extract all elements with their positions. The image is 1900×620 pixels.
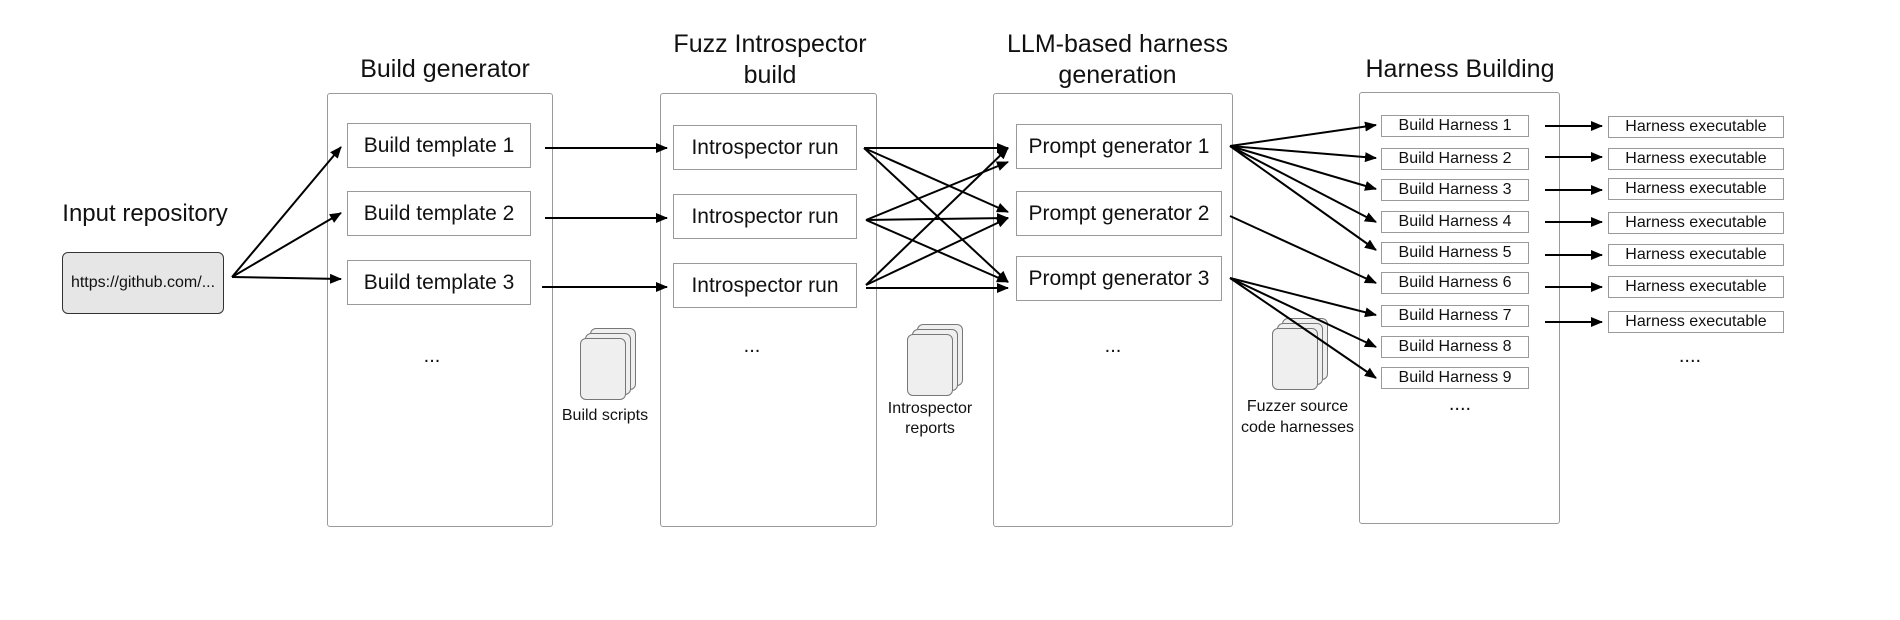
- fuzz-introspector-title: Fuzz Introspector build: [673, 30, 867, 89]
- harness-building-ellipsis: ....: [1448, 393, 1472, 415]
- build-generator-title: Build generator: [360, 55, 530, 83]
- harness-executable-6: Harness executable: [1608, 276, 1784, 298]
- harness-executable-4: Harness executable: [1608, 212, 1784, 234]
- harness-building-title: Harness Building: [1365, 55, 1555, 83]
- arrow-run-3-to-prompt-2: [865, 217, 1009, 286]
- arrow-input-to-template-1: [231, 146, 342, 278]
- build-harness-9: Build Harness 9: [1381, 367, 1529, 389]
- fuzz-introspector-ellipsis: ...: [743, 335, 761, 357]
- introspector-run-2: Introspector run: [673, 194, 857, 239]
- build-template-1: Build template 1: [347, 123, 531, 168]
- build-harness-2: Build Harness 2: [1381, 148, 1529, 170]
- arrow-prompt-1-to-harness-4: [1229, 145, 1377, 223]
- arrow-run-1-to-prompt-3: [863, 147, 1009, 283]
- build-harness-3: Build Harness 3: [1381, 179, 1529, 201]
- arrow-run-3-to-prompt-1: [865, 147, 1009, 286]
- build-generator-ellipsis: ...: [423, 345, 441, 367]
- arrow-run-1-to-prompt-2: [863, 147, 1009, 213]
- arrow-prompt-1-to-harness-1: [1229, 121, 1377, 147]
- arrow-prompt-1-to-harness-3: [1229, 145, 1377, 191]
- arrow-prompt-1-to-harness-2: [1229, 145, 1377, 163]
- input-repository-url: https://github.com/...: [62, 252, 224, 314]
- build-harness-1: Build Harness 1: [1381, 115, 1529, 137]
- build-harness-4: Build Harness 4: [1381, 211, 1529, 233]
- executables-ellipsis: ....: [1678, 345, 1702, 367]
- arrow-prompt-3-to-harness-7: [1229, 277, 1377, 318]
- fuzzer-harnesses-label: Fuzzer source code harnesses: [1241, 398, 1354, 436]
- harness-executable-3: Harness executable: [1608, 178, 1784, 200]
- build-template-3: Build template 3: [347, 260, 531, 305]
- harness-executable-7: Harness executable: [1608, 311, 1784, 333]
- input-repository-title: Input repository: [62, 200, 228, 227]
- arrow-input-to-template-2: [231, 212, 342, 278]
- build-harness-5: Build Harness 5: [1381, 242, 1529, 264]
- arrow-run-2-to-prompt-2: [865, 213, 1009, 224]
- arrow-prompt-1-to-harness-5: [1229, 145, 1377, 251]
- arrow-prompt-3-to-harness-9: [1229, 277, 1377, 379]
- prompt-generator-3: Prompt generator 3: [1016, 256, 1222, 301]
- arrow-prompt-3-to-harness-8: [1229, 277, 1377, 348]
- arrow-input-to-template-3: [231, 273, 342, 284]
- introspector-reports-docs-icon: [907, 324, 965, 398]
- introspector-run-1: Introspector run: [673, 125, 857, 170]
- introspector-reports-label: Introspector reports: [887, 400, 973, 437]
- build-harness-7: Build Harness 7: [1381, 305, 1529, 327]
- build-harness-8: Build Harness 8: [1381, 336, 1529, 358]
- build-scripts-docs-icon: [580, 328, 638, 402]
- harness-executable-1: Harness executable: [1608, 116, 1784, 138]
- build-template-2: Build template 2: [347, 191, 531, 236]
- arrow-prompt-2-to-harness-6: [1229, 215, 1377, 284]
- llm-harness-ellipsis: ...: [1104, 335, 1122, 357]
- harness-executable-2: Harness executable: [1608, 148, 1784, 170]
- prompt-generator-2: Prompt generator 2: [1016, 191, 1222, 236]
- build-scripts-label: Build scripts: [561, 407, 649, 424]
- introspector-run-3: Introspector run: [673, 263, 857, 308]
- harness-executable-5: Harness executable: [1608, 244, 1784, 266]
- llm-harness-title: LLM-based harness generation: [1007, 30, 1228, 89]
- prompt-generator-1: Prompt generator 1: [1016, 124, 1222, 169]
- build-harness-6: Build Harness 6: [1381, 272, 1529, 294]
